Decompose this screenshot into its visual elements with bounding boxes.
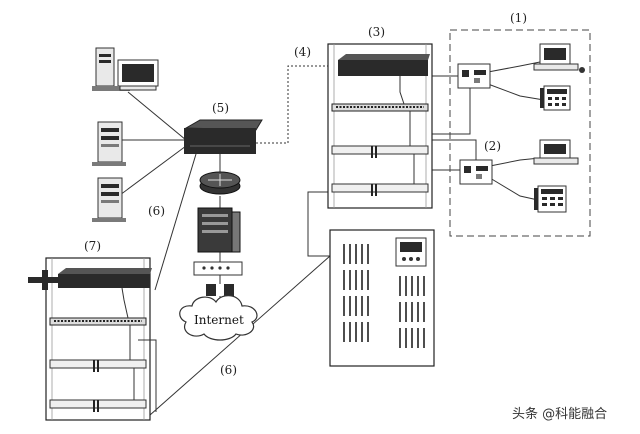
rack7-switch <box>58 274 150 288</box>
line-terminals <box>206 284 234 296</box>
internet-cloud <box>179 295 258 341</box>
rack3-shelf-2 <box>331 183 429 193</box>
label-1: (1) <box>510 11 527 25</box>
link-rack3-outlet2b <box>424 139 477 160</box>
rack-7 <box>28 257 157 421</box>
link-pc1-switch <box>127 91 187 141</box>
outlet-box-2 <box>459 159 493 185</box>
switch-body <box>184 128 256 154</box>
workstation-1 <box>92 47 159 91</box>
workstation-3 <box>92 177 126 222</box>
link-switch-rack3 <box>256 65 338 144</box>
label-3: (3) <box>368 25 385 39</box>
telephone-1 <box>540 85 571 111</box>
link-outlet2-pc <box>489 157 541 167</box>
label-5: (5) <box>212 101 229 115</box>
equipment-cabinet <box>329 229 435 367</box>
router <box>199 171 241 195</box>
telephone-2 <box>534 185 567 213</box>
watermark: 头条 @科能融合 <box>512 406 607 422</box>
rack3-shelf-1 <box>331 145 429 155</box>
pc-tower-1 <box>95 47 115 87</box>
outlet-box-1 <box>457 63 491 89</box>
terminal-computer-2 <box>533 139 579 165</box>
link-outlet1-pc <box>487 61 541 73</box>
rack-3 <box>327 43 433 209</box>
label-2: (2) <box>484 139 501 153</box>
cabinet-vents <box>343 244 425 348</box>
core-switch <box>184 119 263 154</box>
work-area-boundary <box>449 29 591 237</box>
link-switch-rack7 <box>154 153 197 291</box>
modem <box>193 261 243 276</box>
workstation-2 <box>92 121 126 166</box>
internet-label: Internet <box>194 313 244 327</box>
link-rack3-cabinet <box>307 191 336 257</box>
label-7: (7) <box>84 239 101 253</box>
terminal-computer-1 <box>533 43 585 73</box>
label-6-lower: (6) <box>220 363 237 377</box>
link-pc3-switch <box>119 145 187 196</box>
rack3-switch <box>338 60 428 76</box>
link-outlet1-phone <box>487 83 545 101</box>
link-outlet2-phone <box>489 177 539 201</box>
firewall <box>197 207 241 253</box>
label-6-upper: (6) <box>148 204 165 218</box>
label-4: (4) <box>294 45 311 59</box>
